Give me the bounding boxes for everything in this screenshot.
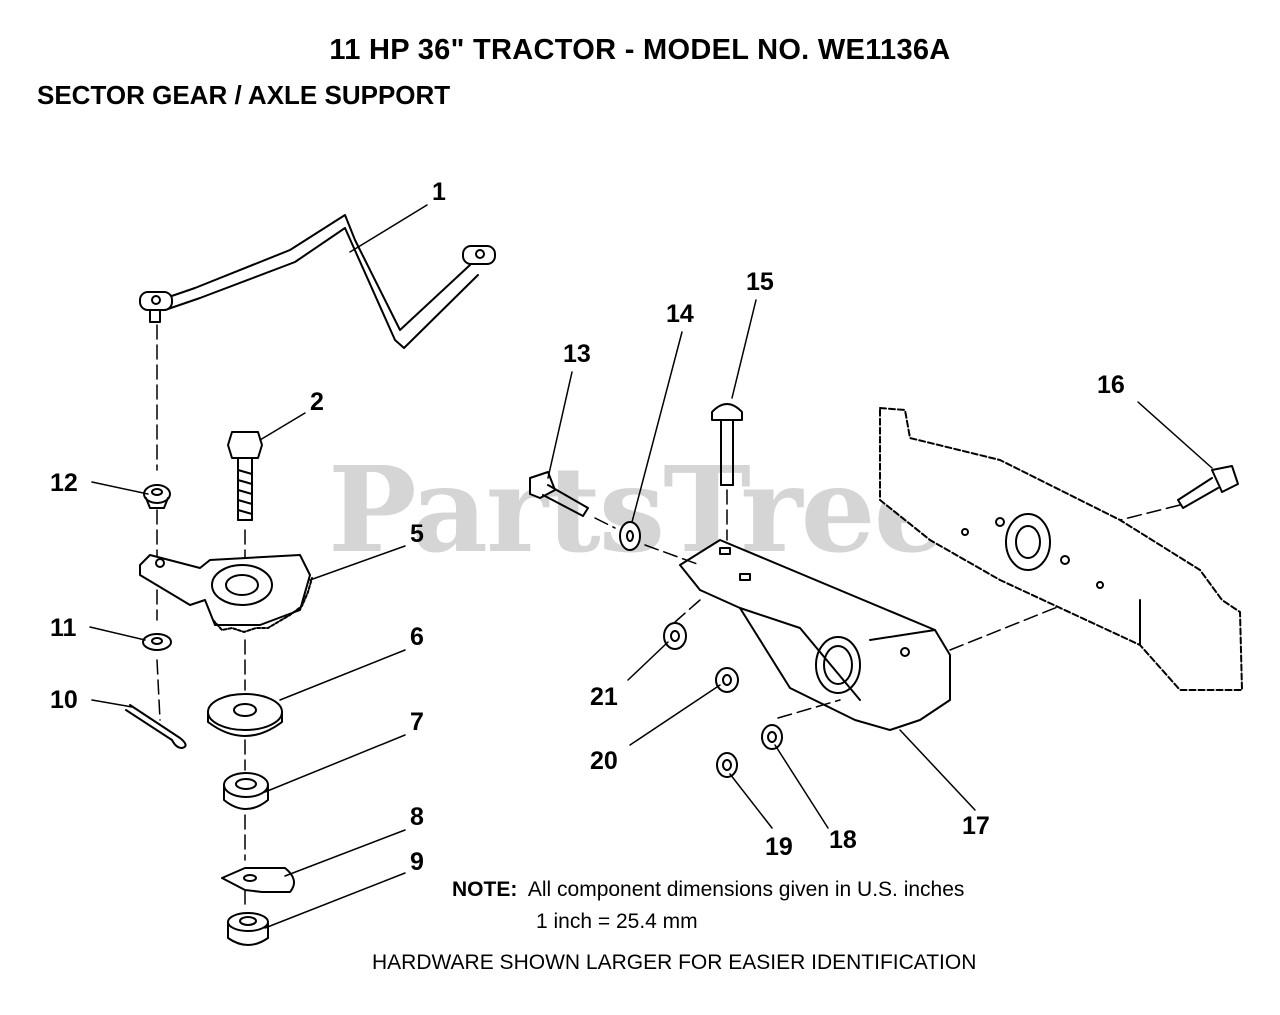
note-label: NOTE: <box>452 878 518 901</box>
callout-6[interactable]: 6 <box>410 623 424 651</box>
nut-20[interactable] <box>715 667 739 693</box>
callout-21[interactable]: 21 <box>590 683 618 711</box>
callout-9[interactable]: 9 <box>410 848 424 876</box>
nut-19[interactable] <box>716 752 738 778</box>
callout-12[interactable]: 12 <box>50 469 78 497</box>
hardware-footer-note: HARDWARE SHOWN LARGER FOR EASIER IDENTIF… <box>372 951 977 974</box>
dimension-note: NOTE: All component dimensions given in … <box>452 874 964 938</box>
front-axle-16-frame[interactable] <box>879 407 1243 691</box>
nut-18[interactable] <box>761 724 783 750</box>
assembly-lines-left <box>156 324 246 911</box>
page-title: 11 HP 36" TRACTOR - MODEL NO. WE1136A <box>329 34 951 66</box>
spacer-9[interactable] <box>227 912 269 946</box>
hex-nut-7[interactable] <box>223 772 269 810</box>
bolt-2[interactable] <box>227 431 263 521</box>
note-line-2: 1 inch = 25.4 mm <box>536 910 698 933</box>
partstree-watermark: PartsTree <box>328 440 949 579</box>
callout-2[interactable]: 2 <box>310 388 324 416</box>
callout-20[interactable]: 20 <box>590 747 618 775</box>
callout-13[interactable]: 13 <box>563 340 591 368</box>
lock-nut-12[interactable] <box>143 484 171 509</box>
drag-link-rod[interactable] <box>139 214 496 349</box>
callout-7[interactable]: 7 <box>410 708 424 736</box>
section-subtitle: SECTOR GEAR / AXLE SUPPORT <box>37 80 451 110</box>
nut-21[interactable] <box>663 622 687 650</box>
callout-10[interactable]: 10 <box>50 686 78 714</box>
callout-19[interactable]: 19 <box>765 833 793 861</box>
callout-17[interactable]: 17 <box>962 812 990 840</box>
bolt-13[interactable] <box>529 471 589 517</box>
axle-support-bracket-17[interactable] <box>679 539 951 731</box>
note-line-1: All component dimensions given in U.S. i… <box>527 878 965 901</box>
carriage-bolt-15[interactable] <box>711 403 743 486</box>
washer-11[interactable] <box>142 633 172 651</box>
callout-15[interactable]: 15 <box>746 268 774 296</box>
cotter-pin-10[interactable] <box>125 704 187 749</box>
callout-1[interactable]: 1 <box>432 178 446 206</box>
sector-gear-5[interactable] <box>139 554 313 633</box>
clip-8[interactable] <box>221 867 295 893</box>
spacer-washer-6[interactable] <box>207 693 283 737</box>
callout-5[interactable]: 5 <box>410 520 424 548</box>
callout-8[interactable]: 8 <box>410 803 424 831</box>
washer-14[interactable] <box>619 521 641 551</box>
assembly-lines-right <box>594 489 1181 719</box>
callout-leader-lines <box>89 204 1213 929</box>
callout-16[interactable]: 16 <box>1097 371 1125 399</box>
callout-18[interactable]: 18 <box>829 826 857 854</box>
callout-11[interactable]: 11 <box>50 614 77 642</box>
bolt-16[interactable] <box>1177 465 1239 509</box>
callout-14[interactable]: 14 <box>666 300 694 328</box>
